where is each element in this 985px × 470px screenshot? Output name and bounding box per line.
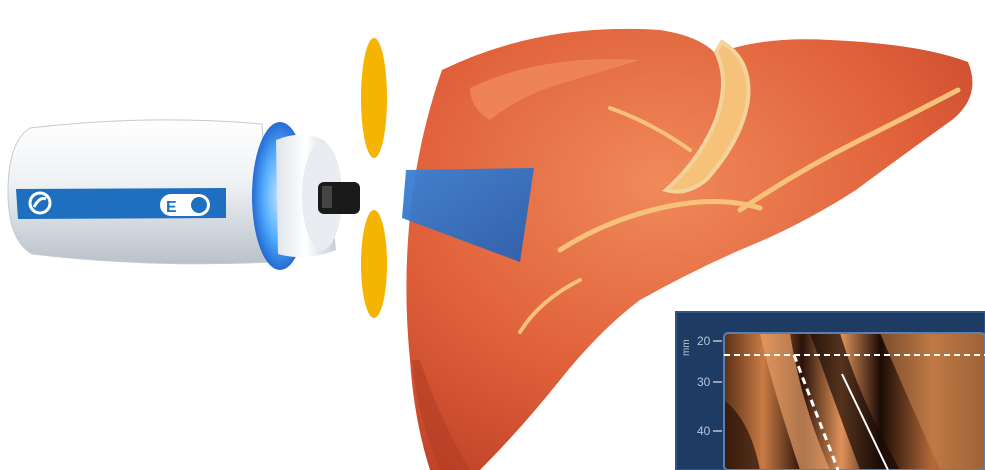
depth-tick-label: 20 <box>697 334 711 348</box>
toggle-switch-icon: E <box>160 194 210 216</box>
depth-tick-label: 30 <box>697 375 711 389</box>
depth-tick-label: 40 <box>697 424 711 438</box>
elastogram-unit-label: mm <box>681 339 692 356</box>
probe-model-mark: E <box>166 199 177 216</box>
pulse-upper <box>361 38 387 158</box>
vibration-pulse-icon <box>361 38 387 318</box>
elastogram-inset: mm 20 30 40 <box>676 312 985 470</box>
pulse-lower <box>361 210 387 318</box>
fibroscan-probe: E <box>8 120 360 270</box>
